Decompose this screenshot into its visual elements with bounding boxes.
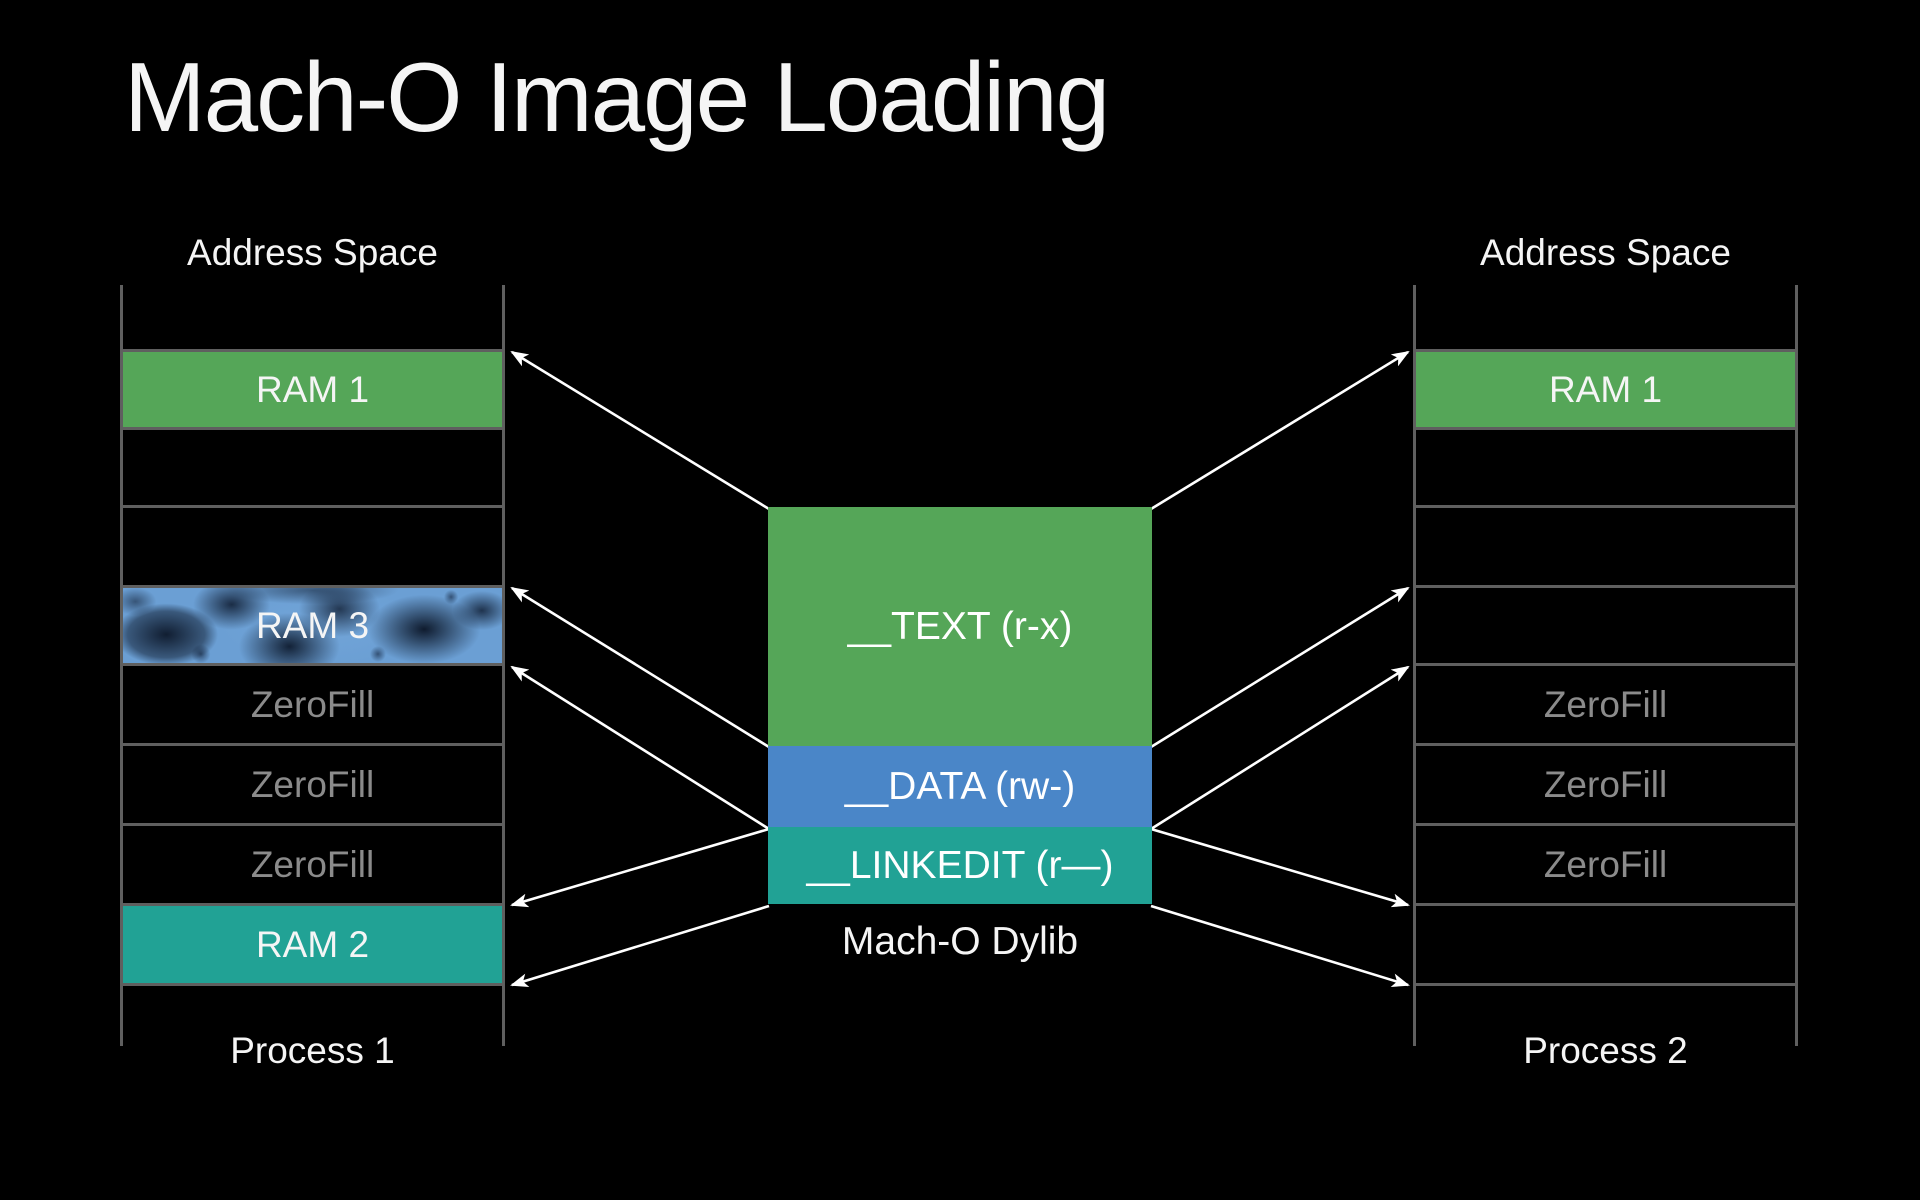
p1-row-ram1: RAM 1	[120, 349, 505, 427]
p1-row-empty-0	[120, 285, 505, 349]
macho-dylib-caption: Mach-O Dylib	[841, 920, 1079, 963]
p1-row-empty-3	[120, 505, 505, 585]
arrow-data-bottom-to-p1-ram3-bottom	[510, 665, 770, 831]
p1-row-ram3: RAM 3	[120, 585, 505, 663]
p1-row-zerofill-5: ZeroFill	[120, 663, 505, 743]
arrow-linkedit-bottom-to-p1-ram2-bottom	[510, 904, 770, 987]
process1-memory-column: RAM 1 RAM 3 ZeroFill ZeroFill ZeroFill R…	[120, 285, 505, 1046]
arrow-linkedit-top-to-p2-region-top	[1150, 827, 1410, 908]
arrow-linkedit-bottom-to-p2-region-bottom	[1150, 904, 1410, 987]
p2-row-empty-3	[1413, 505, 1798, 585]
process2-memory-column: RAM 1 ZeroFill ZeroFill ZeroFill	[1413, 285, 1798, 1046]
macho-dylib-box: __TEXT (r-x) __DATA (rw-) __LINKEDIT (r—…	[768, 507, 1152, 904]
p1-row-zerofill-6: ZeroFill	[120, 743, 505, 823]
process1-label: Process 1	[230, 1030, 395, 1071]
arrow-data-bottom-to-p2-region-bottom	[1150, 665, 1410, 831]
p1-row-empty-2	[120, 427, 505, 505]
segment-text: __TEXT (r-x)	[768, 507, 1152, 746]
process1-address-space-header: Address Space	[187, 232, 438, 273]
p2-row-empty-9	[1413, 983, 1798, 1046]
p2-row-empty-2	[1413, 427, 1798, 505]
p2-row-empty-4	[1413, 585, 1798, 663]
p2-row-ram1: RAM 1	[1413, 349, 1798, 427]
p2-row-zerofill-7: ZeroFill	[1413, 823, 1798, 903]
p1-row-ram2: RAM 2	[120, 903, 505, 983]
arrow-data-top-to-p1-ram3-top	[510, 586, 770, 749]
p2-row-empty-8	[1413, 903, 1798, 983]
process2-address-space-header: Address Space	[1480, 232, 1731, 273]
p1-row-zerofill-7: ZeroFill	[120, 823, 505, 903]
segment-linkedit: __LINKEDIT (r—)	[768, 827, 1152, 904]
process2-label: Process 2	[1523, 1030, 1688, 1071]
arrow-text-to-p2-ram1-top	[1150, 350, 1410, 511]
p2-row-zerofill-6: ZeroFill	[1413, 743, 1798, 823]
p2-row-empty-0	[1413, 285, 1798, 349]
arrow-text-to-p1-ram1-top	[510, 350, 770, 511]
p1-row-empty-9	[120, 983, 505, 1046]
arrow-linkedit-top-to-p1-ram2-top	[510, 827, 770, 908]
segment-data: __DATA (rw-)	[768, 746, 1152, 827]
p2-row-zerofill-5: ZeroFill	[1413, 663, 1798, 743]
slide-title: Mach-O Image Loading	[124, 42, 1110, 152]
arrow-data-top-to-p2-region-top	[1150, 586, 1410, 749]
